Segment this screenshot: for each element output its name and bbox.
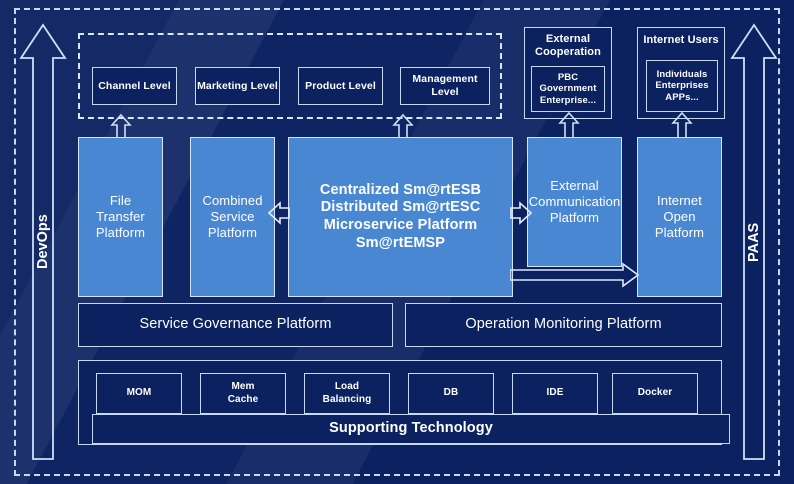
channel-level-label: Channel Level [98,79,171,92]
supporting-technology-bar-label: Supporting Technology [329,420,493,437]
paas-arrow: PAAS [729,22,779,462]
operation-monitoring-platform-box[interactable]: Operation Monitoring Platform [405,303,722,347]
management-level-label: Management Level [412,73,478,98]
supporting-item-load-balancing-label: Load Balancing [322,381,372,405]
left-arrow-core-to-combined [267,200,291,226]
external-cooperation-title: External Cooperation [535,33,601,59]
paas-label: PAAS [746,222,762,262]
supporting-item-db[interactable]: DB [408,373,494,414]
product-level-box[interactable]: Product Level [298,67,383,105]
supporting-item-mom-label: MOM [126,387,152,399]
outer-dashed-frame [14,8,780,476]
internet-users-title: Internet Users [643,34,719,46]
service-governance-platform-box[interactable]: Service Governance Platform [78,303,393,347]
supporting-item-docker[interactable]: Docker [612,373,698,414]
supporting-item-mem-cache-label: Mem Cache [227,381,259,405]
external-communication-platform-box[interactable]: External Communication Platform [527,137,622,267]
internet-open-platform-label: Internet Open Platform [654,193,705,240]
devops-label: DevOps [35,214,51,270]
supporting-item-ide-label: IDE [546,387,564,399]
supporting-item-docker-label: Docker [637,387,673,399]
supporting-technology-bar[interactable]: Supporting Technology [92,414,730,444]
product-level-label: Product Level [305,79,376,92]
management-level-box[interactable]: Management Level [400,67,490,105]
right-arrow-core-to-external-comm [509,200,533,226]
supporting-item-mem-cache[interactable]: Mem Cache [200,373,286,414]
marketing-level-label: Marketing Level [197,79,278,92]
service-governance-platform-label: Service Governance Platform [139,316,332,333]
internet-users-inner-box: Individuals Enterprises APPs... [646,60,718,112]
devops-arrow: DevOps [18,22,68,462]
supporting-item-ide[interactable]: IDE [512,373,598,414]
combined-service-platform-label: Combined Service Platform [202,193,263,240]
marketing-level-box[interactable]: Marketing Level [195,67,280,105]
external-cooperation-body: PBC Government Enterprise... [539,71,597,106]
combined-service-platform-box[interactable]: Combined Service Platform [190,137,275,297]
external-cooperation-inner-box: PBC Government Enterprise... [531,66,605,112]
core-esb-platform-box[interactable]: Centralized Sm@rtESB Distributed Sm@rtES… [288,137,513,297]
internet-users-body: Individuals Enterprises APPs... [655,68,709,103]
supporting-item-mom[interactable]: MOM [96,373,182,414]
external-communication-platform-label: External Communication Platform [528,178,621,225]
channel-level-box[interactable]: Channel Level [92,67,177,105]
file-transfer-platform-box[interactable]: File Transfer Platform [78,137,163,297]
core-esb-platform-label: Centralized Sm@rtESB Distributed Sm@rtES… [319,181,482,251]
internet-open-platform-box[interactable]: Internet Open Platform [637,137,722,297]
operation-monitoring-platform-label: Operation Monitoring Platform [465,316,662,333]
long-arrow-core-to-internet-open [510,262,640,288]
file-transfer-platform-label: File Transfer Platform [95,193,146,240]
business-levels-group [78,33,502,119]
supporting-item-load-balancing[interactable]: Load Balancing [304,373,390,414]
supporting-item-db-label: DB [443,387,459,399]
